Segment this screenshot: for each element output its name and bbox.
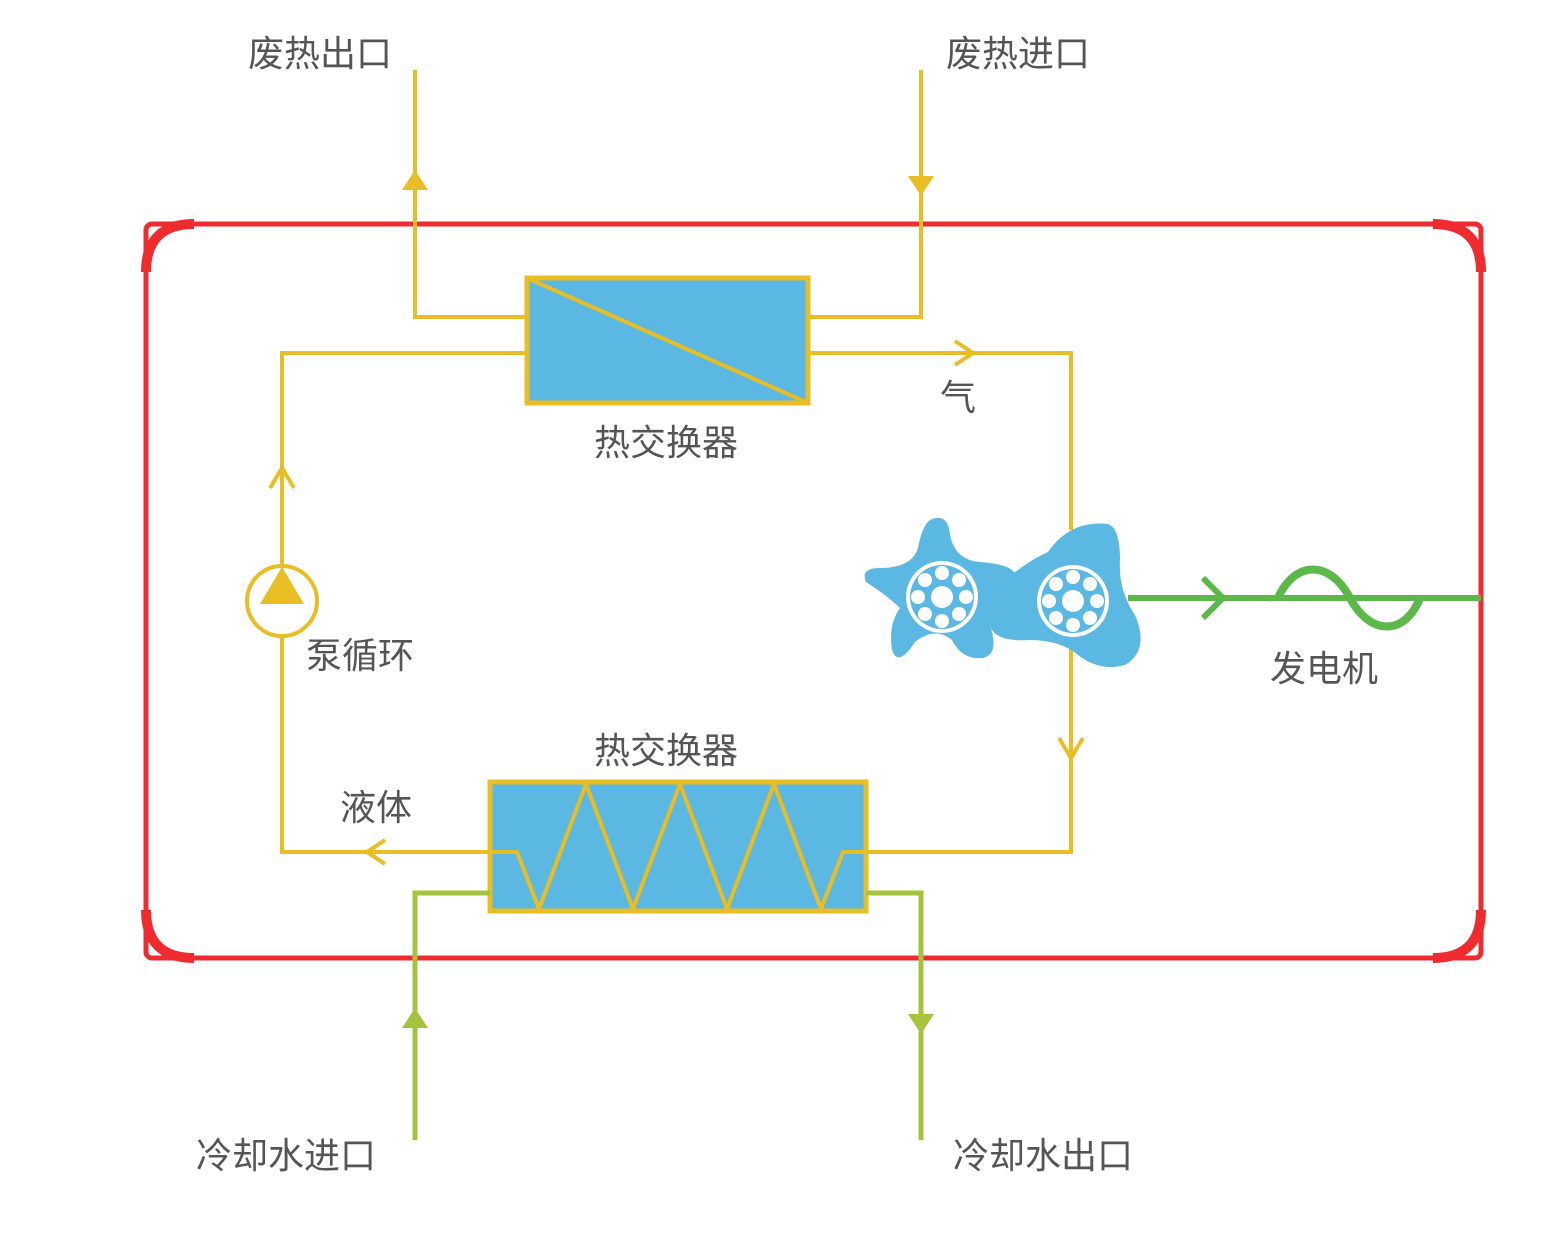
pump-icon bbox=[245, 564, 319, 638]
system-boundary-frame bbox=[141, 219, 1486, 963]
waste-heat-outlet-label: 废热出口 bbox=[248, 34, 392, 75]
waste-heat-pipes bbox=[413, 70, 923, 319]
waste-heat-inlet-label: 废热进口 bbox=[946, 34, 1090, 75]
liquid-label: 液体 bbox=[340, 788, 412, 829]
waste-heat-in-arrow-icon bbox=[908, 176, 934, 196]
liquid-flow-arrow-icon bbox=[363, 838, 387, 866]
working-fluid-loop bbox=[280, 351, 1073, 854]
cooling-out-arrow-icon bbox=[908, 1014, 934, 1034]
gas-flow-arrow-icon bbox=[953, 339, 977, 367]
heat-exchanger-top bbox=[524, 275, 811, 406]
heat-exchanger-bottom bbox=[487, 778, 869, 915]
cooling-in-arrow-icon bbox=[402, 1008, 428, 1028]
gas-label: 气 bbox=[940, 378, 976, 419]
generator-label: 发电机 bbox=[1270, 649, 1378, 690]
cooling-water-pipes bbox=[412, 890, 924, 1140]
screw-expander-icon bbox=[864, 517, 1141, 668]
waste-heat-out-arrow-icon bbox=[402, 170, 428, 190]
pump-label: 泵循环 bbox=[306, 636, 414, 677]
up-flow-arrow-icon bbox=[268, 464, 296, 490]
cooling-water-outlet-label: 冷却水出口 bbox=[953, 1136, 1133, 1177]
cooling-water-inlet-label: 冷却水进口 bbox=[196, 1136, 376, 1177]
down-flow-arrow-icon bbox=[1057, 736, 1085, 762]
generator-icon bbox=[1128, 565, 1481, 631]
heat-exchanger-bottom-label: 热交换器 bbox=[594, 731, 738, 772]
heat-exchanger-top-label: 热交换器 bbox=[594, 423, 738, 464]
